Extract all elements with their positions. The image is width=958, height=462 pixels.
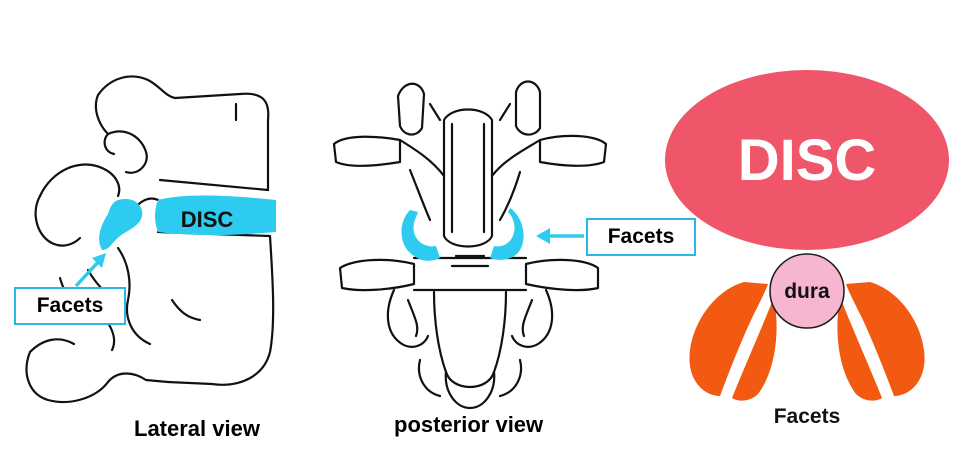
lateral-view-caption: Lateral view <box>134 416 260 442</box>
lateral-facets-label-box: Facets <box>14 287 126 325</box>
right-facet-shape <box>837 282 924 401</box>
posterior-facet-left-highlight <box>401 210 440 261</box>
posterior-facets-arrowhead <box>536 228 550 244</box>
posterior-view-illustration <box>334 82 606 409</box>
posterior-facets-label: Facets <box>608 225 675 248</box>
schematic-facets-label: Facets <box>774 405 841 428</box>
posterior-view-caption: posterior view <box>394 412 543 438</box>
posterior-facets-label-box: Facets <box>586 218 696 256</box>
dura-label: dura <box>784 280 830 303</box>
lateral-facet-highlight <box>99 199 142 250</box>
lateral-view-illustration <box>27 76 274 401</box>
posterior-facet-right-highlight <box>490 208 524 260</box>
lateral-facets-label: Facets <box>37 294 104 317</box>
left-facet-shape <box>689 282 776 401</box>
lateral-disc-label: DISC <box>181 207 234 232</box>
schematic-disc-label: DISC <box>738 128 877 193</box>
